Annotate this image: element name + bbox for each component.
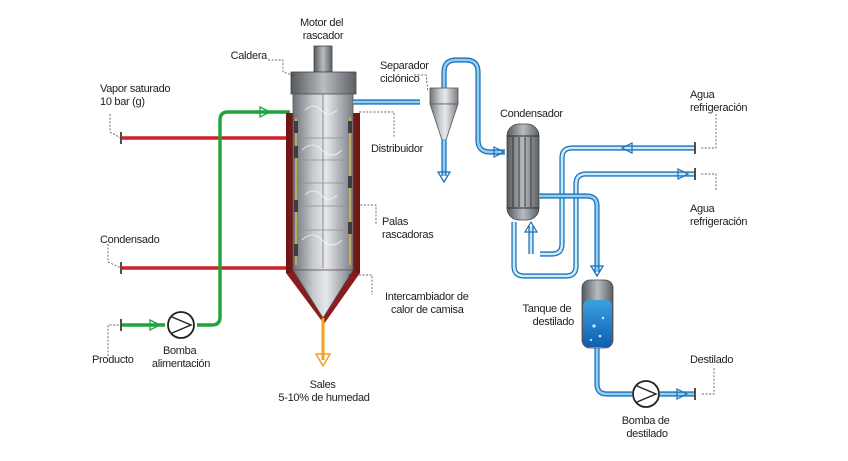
label-agua-1: Agua refrigeración bbox=[690, 89, 747, 114]
label-distribuidor: Distribuidor bbox=[371, 143, 424, 155]
evaporator-vessel bbox=[286, 45, 360, 324]
label-condensador: Condensador bbox=[500, 108, 563, 120]
scraper-blades bbox=[294, 121, 352, 256]
label-palas: Palas rascadoras bbox=[382, 216, 434, 241]
condensate-outlet-line bbox=[120, 262, 290, 274]
vapor-line bbox=[353, 57, 506, 158]
label-bomba-alimentacion: Bomba alimentación bbox=[152, 345, 210, 370]
flow-arrow-icon bbox=[259, 105, 272, 119]
label-bomba-destilado: Bomba de destilado bbox=[622, 415, 673, 440]
cyclone-separator bbox=[429, 87, 459, 184]
label-agua-2: Agua refrigeración bbox=[690, 203, 747, 228]
motor-icon bbox=[313, 45, 333, 73]
label-motor: Motor del rascador bbox=[300, 17, 346, 42]
flow-arrow-icon bbox=[677, 168, 690, 180]
label-destilado: Destilado bbox=[690, 354, 733, 366]
cooling-water-line-1 bbox=[523, 142, 696, 257]
flow-arrow-icon bbox=[149, 318, 162, 332]
label-sales: Sales 5-10% de humedad bbox=[278, 379, 369, 404]
label-producto: Producto bbox=[92, 354, 134, 366]
distillate-line bbox=[539, 193, 696, 400]
feed-pump-icon bbox=[167, 311, 195, 339]
distillate-pump-icon bbox=[632, 380, 660, 408]
label-condensado: Condensado bbox=[100, 234, 160, 246]
label-caldera: Caldera bbox=[231, 50, 269, 62]
flow-arrow-icon bbox=[620, 142, 633, 154]
cooling-water-line-2 bbox=[511, 168, 696, 279]
steam-inlet-line bbox=[120, 132, 290, 144]
leader-lines bbox=[107, 59, 717, 395]
product-feed-line bbox=[120, 105, 290, 332]
flow-arrow-icon bbox=[676, 388, 689, 400]
condenser bbox=[506, 123, 540, 221]
label-vapor: Vapor saturado 10 bar (g) bbox=[100, 83, 173, 108]
salts-outlet-line bbox=[314, 318, 332, 368]
label-intercambiador: Intercambiador de calor de camisa bbox=[385, 291, 471, 316]
label-separador: Separador ciclónico bbox=[380, 60, 431, 85]
distillate-tank bbox=[581, 279, 614, 349]
flow-arrow-icon bbox=[493, 146, 506, 158]
label-tanque: Tanque de destilado bbox=[523, 303, 575, 328]
